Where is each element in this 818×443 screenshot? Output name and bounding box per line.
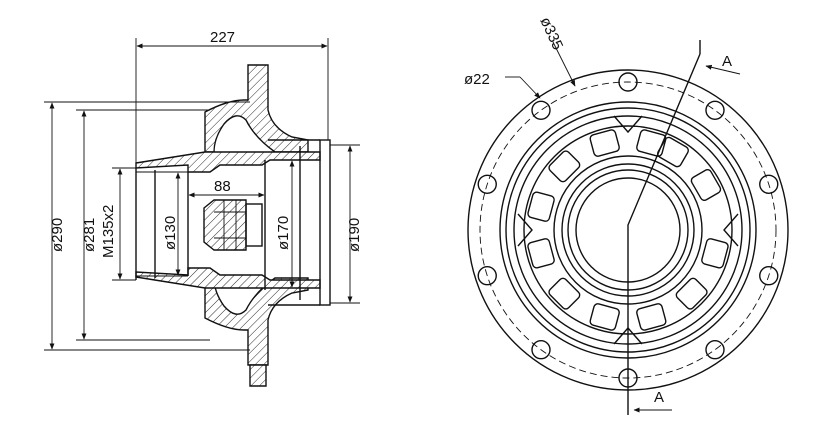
bolt-hole bbox=[705, 340, 725, 360]
bolt-hole bbox=[477, 174, 497, 194]
bolt-hole bbox=[759, 174, 779, 194]
vent-slot bbox=[675, 277, 708, 310]
section-line bbox=[627, 53, 701, 415]
bottom-flange-section bbox=[204, 277, 309, 366]
vent-slot bbox=[548, 150, 581, 183]
dim-depth-label: 88 bbox=[214, 178, 231, 195]
bolt-hole bbox=[531, 340, 551, 360]
vent-slot bbox=[527, 191, 555, 222]
vent-slot bbox=[589, 303, 620, 331]
bolt-hole bbox=[705, 100, 725, 120]
dim-thread-label: M135x2 bbox=[100, 205, 117, 258]
dim-bolt-circle-label: ø335 bbox=[536, 15, 566, 53]
dim-bore-small-label: ø130 bbox=[162, 216, 179, 250]
vent-slot bbox=[690, 169, 722, 201]
dim-bore-large-label: ø190 bbox=[346, 218, 363, 252]
spoke-left bbox=[517, 213, 533, 247]
vent-slot bbox=[701, 238, 729, 269]
section-label-top: A bbox=[722, 53, 732, 70]
dim-hole-label: ø22 bbox=[464, 71, 490, 88]
dim-bore-mid-label: ø170 bbox=[275, 216, 292, 250]
section-view: 227 88 ø290 ø281 M135x2 ø130 ø170 ø190 bbox=[44, 29, 363, 387]
upper-hub-wall bbox=[135, 151, 321, 173]
spoke-top bbox=[613, 115, 643, 134]
vent-slot bbox=[636, 303, 667, 331]
ventilation-slots bbox=[527, 129, 729, 331]
bolt-hole bbox=[477, 266, 497, 286]
spoke-right bbox=[723, 213, 739, 247]
vent-slot bbox=[548, 277, 581, 310]
grease-nipple bbox=[203, 199, 247, 251]
section-label-bottom: A bbox=[654, 389, 664, 406]
vent-slot bbox=[589, 129, 620, 157]
dim-outer-flange-label: ø290 bbox=[49, 218, 66, 252]
end-ring bbox=[319, 139, 331, 306]
bolt-hole bbox=[618, 72, 638, 92]
bottom-stub bbox=[249, 364, 267, 387]
vent-slot bbox=[636, 129, 667, 157]
top-flange-section bbox=[204, 64, 309, 153]
bolt-hole bbox=[531, 100, 551, 120]
dim-length-label: 227 bbox=[210, 29, 235, 46]
front-view: A A ø22 ø335 bbox=[464, 15, 789, 415]
vent-slot bbox=[527, 238, 555, 269]
bolt-hole bbox=[759, 266, 779, 286]
dim-side-circle-label: ø281 bbox=[81, 218, 98, 252]
